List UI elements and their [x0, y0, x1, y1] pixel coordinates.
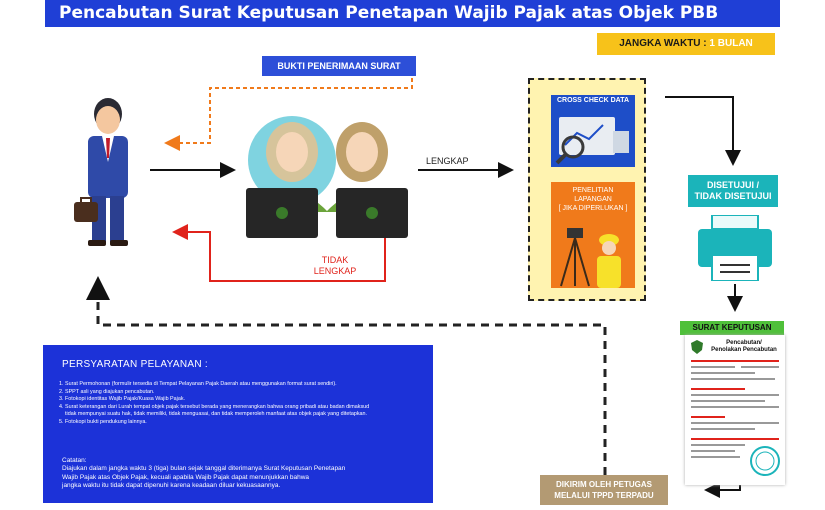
to-decision-arrow	[665, 96, 741, 166]
requirement-item: tidak mempunyai suatu hak, tidak memilik…	[65, 411, 368, 417]
note-line3: jangka waktu itu tidak dapat dipenuhi ka…	[62, 482, 281, 489]
requirement-item: 1. Surat Permohonan (formulir tersedia d…	[59, 381, 337, 387]
receipt-label: BUKTI PENERIMAAN SURAT	[262, 56, 416, 76]
printer-icon	[698, 215, 772, 281]
sent-line1: DIKIRIM OLEH PETUGAS	[555, 480, 652, 489]
decree-document: Pencabutan/ Penolakan Pencabutan	[685, 335, 785, 485]
incomplete-label-line2: LENGKAP	[313, 266, 357, 276]
return-arrow	[86, 276, 607, 475]
sent-box: DIKIRIM OLEH PETUGAS MELALUI TPPD TERPAD…	[540, 475, 668, 505]
requirement-item: 5. Fotokopi bukti pendukung lainnya.	[59, 418, 147, 425]
note-heading: Catatan:	[62, 457, 87, 464]
deadline-badge: JANGKA WAKTU : 1 BULAN	[597, 33, 775, 55]
monitor-icon	[555, 117, 629, 165]
requirement-item: 4. Surat keterangan dari Lurah tempat ob…	[59, 403, 370, 410]
page-title: Pencabutan Surat Keputusan Penetapan Waj…	[45, 0, 780, 50]
requirements-title: PERSYARATAN PELAYANAN :	[62, 359, 209, 370]
survey-label-line1: PENELITIAN	[572, 187, 614, 194]
applicant-illustration	[74, 98, 128, 246]
decision-line1: DISETUJUI /	[706, 180, 759, 190]
decree-doc-title: Pencabutan/ Penolakan Pencabutan	[705, 340, 783, 354]
deadline-value: 1 BULAN	[709, 38, 753, 49]
cross-check-label: CROSS CHECK DATA	[556, 97, 630, 104]
receipt-arrow	[164, 78, 413, 151]
surveyor-icon	[560, 228, 621, 288]
decision-box: DISETUJUI / TIDAK DISETUJUI	[688, 175, 778, 207]
note-line1: Diajukan dalam jangka waktu 3 (tiga) bul…	[62, 465, 346, 472]
decision-line2: TIDAK DISETUJUI	[694, 191, 772, 201]
sent-line2: MELALUI TPPD TERPADU	[554, 491, 654, 500]
note-text: Diajukan dalam jangka waktu 3 (tiga) bul…	[62, 465, 422, 491]
survey-label-line2: LAPANGAN	[574, 196, 612, 203]
decree-doc-title-line1: Pencabutan/	[726, 340, 762, 346]
note-line2: Wajib Pajak atas Objek Pajak, kecuali ap…	[62, 473, 310, 481]
decree-doc-title-line2: Penolakan Pencabutan	[711, 347, 777, 353]
incomplete-label-line1: TIDAK	[321, 255, 349, 265]
requirements-box: PERSYARATAN PELAYANAN : 1. Surat Permoho…	[43, 345, 433, 503]
emblem-icon	[691, 340, 703, 354]
complete-label: LENGKAP	[426, 156, 469, 166]
officers-illustration	[246, 116, 408, 238]
requirement-item: 3. Fotokopi identitas Wajib Pajak/Kuasa …	[59, 396, 186, 402]
cross-check-card: CROSS CHECK DATA	[551, 95, 635, 167]
incomplete-label: TIDAK LENGKAP	[300, 255, 370, 277]
requirement-item: 2. SPPT asli yang diajukan pencabutan.	[59, 388, 155, 395]
document-lines	[691, 360, 780, 476]
field-survey-card: PENELITIAN LAPANGAN [ JIKA DIPERLUKAN ]	[551, 182, 635, 288]
decree-label: SURAT KEPUTUSAN	[680, 321, 784, 335]
deadline-label: JANGKA WAKTU :	[619, 38, 707, 49]
survey-label: PENELITIAN LAPANGAN [ JIKA DIPERLUKAN ]	[551, 186, 635, 213]
requirements-list: 1. Surat Permohonan (formulir tersedia d…	[59, 381, 427, 426]
survey-label-line3: [ JIKA DIPERLUKAN ]	[558, 205, 628, 212]
incomplete-arrow	[172, 224, 386, 282]
